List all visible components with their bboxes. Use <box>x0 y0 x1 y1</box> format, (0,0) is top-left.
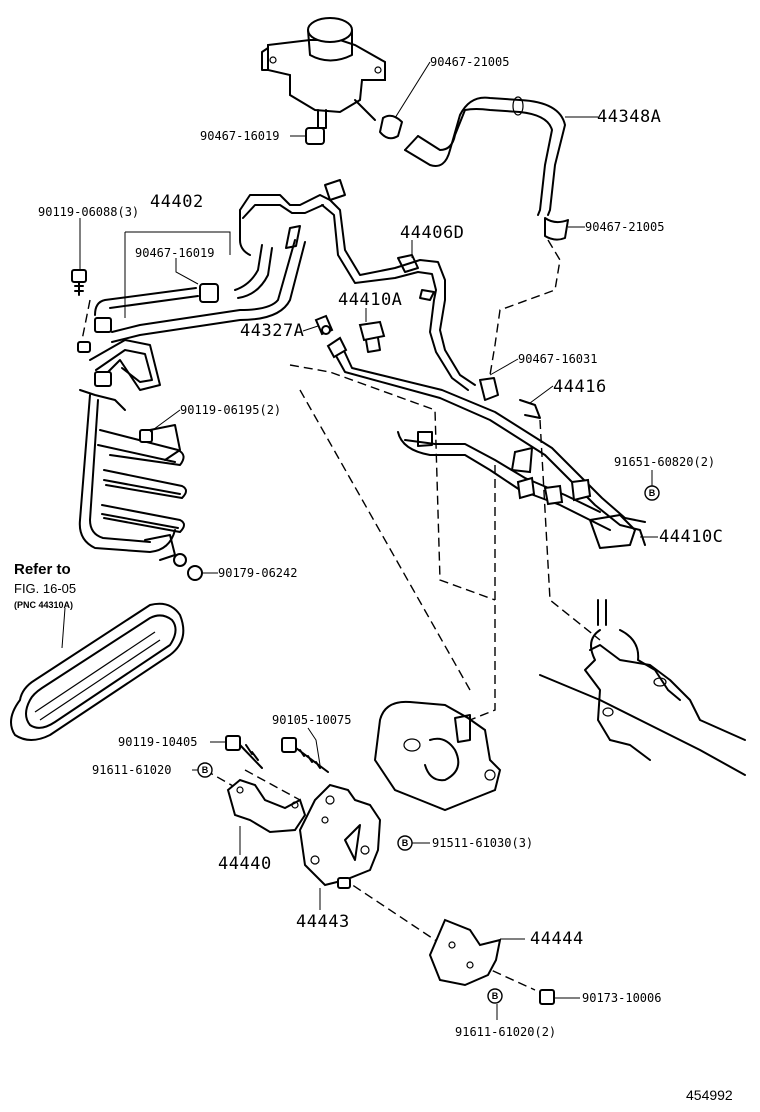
part-label-91511-61030[interactable]: 91511-61030(3) <box>432 836 534 850</box>
cooler-coil[interactable] <box>77 317 187 561</box>
reference-pnc: (PNC 44310A) <box>14 600 74 610</box>
part-label-90179-06242[interactable]: 90179-06242 <box>218 566 298 580</box>
part-label-91651-60820[interactable]: 91651-60820(2) <box>614 455 716 469</box>
part-label-90119-06195[interactable]: 90119-06195(2) <box>180 403 282 417</box>
part-label-44348A[interactable]: 44348A <box>597 107 662 127</box>
part-label-44410A[interactable]: 44410A <box>338 290 403 310</box>
part-label-44440[interactable]: 44440 <box>218 854 272 874</box>
reference-fig[interactable]: FIG. 16-05 <box>14 581 77 596</box>
bolt-44327A[interactable] <box>314 314 334 336</box>
dashed-guide <box>489 239 561 376</box>
bolt-icon[interactable] <box>225 735 263 769</box>
part-label-44444[interactable]: 44444 <box>530 929 584 949</box>
diagram-id: 454992 <box>686 1087 733 1103</box>
part-label-44406D[interactable]: 44406D <box>400 223 465 243</box>
part-label-90119-06088[interactable]: 90119-06088(3) <box>38 205 140 219</box>
dashed-guide <box>479 964 536 991</box>
b-badge-letter: B <box>402 838 409 848</box>
bolt-icon[interactable] <box>281 737 329 773</box>
drive-belt[interactable] <box>10 602 185 741</box>
part-label-90105-10075[interactable]: 90105-10075 <box>272 713 352 727</box>
part-label-44402[interactable]: 44402 <box>150 192 204 212</box>
part-label-90467-16019[interactable]: 90467-16019 <box>200 129 280 143</box>
nut-icon[interactable] <box>173 553 203 581</box>
return-hose-44348A[interactable] <box>404 96 569 241</box>
bracket-44440[interactable] <box>226 778 307 834</box>
part-label-44443[interactable]: 44443 <box>296 912 350 932</box>
leader-lines <box>61 61 658 1020</box>
dashed-guide <box>81 299 91 341</box>
part-label-90467-16019-b[interactable]: 90467-16019 <box>135 246 215 260</box>
dashed-guide <box>469 465 496 721</box>
power-steering-pump[interactable] <box>373 700 502 812</box>
part-label-44327A[interactable]: 44327A <box>240 321 305 341</box>
part-label-44410C[interactable]: 44410C <box>659 527 724 547</box>
dashed-guide <box>289 364 496 601</box>
bolt-icon[interactable] <box>71 269 87 296</box>
bracket-44443[interactable] <box>298 783 382 889</box>
part-label-90173-10006[interactable]: 90173-10006 <box>582 991 662 1005</box>
steering-gear[interactable] <box>539 599 746 776</box>
dashed-guide <box>244 769 301 801</box>
part-label-90467-21005-b[interactable]: 90467-21005 <box>585 220 665 234</box>
dashed-guide <box>329 869 451 951</box>
part-label-44416[interactable]: 44416 <box>553 377 607 397</box>
b-badge: B B B B <box>197 485 660 1004</box>
b-badge-letter: B <box>649 488 656 498</box>
nut-icon[interactable] <box>539 989 555 1005</box>
part-label-90119-10405[interactable]: 90119-10405 <box>118 735 198 749</box>
pressure-tube-44410C[interactable] <box>326 336 646 549</box>
reservoir-tank[interactable] <box>261 17 386 129</box>
part-label-90467-16031[interactable]: 90467-16031 <box>518 352 598 366</box>
reference-line-1: Refer to <box>14 561 71 578</box>
hose-clamp-icon[interactable] <box>305 114 403 145</box>
pressure-hose-44406D[interactable] <box>321 179 499 401</box>
dashed-guide <box>299 389 471 691</box>
b-badge-letter: B <box>202 765 209 775</box>
bracket-44444[interactable] <box>428 918 502 987</box>
union-fitting-44410A[interactable] <box>358 320 386 353</box>
dashed-guide <box>539 419 601 641</box>
part-label-91611-61020-2[interactable]: 91611-61020(2) <box>455 1025 557 1039</box>
part-label-90467-21005[interactable]: 90467-21005 <box>430 55 510 69</box>
b-badge-letter: B <box>492 991 499 1001</box>
part-label-91611-61020[interactable]: 91611-61020 <box>92 763 172 777</box>
